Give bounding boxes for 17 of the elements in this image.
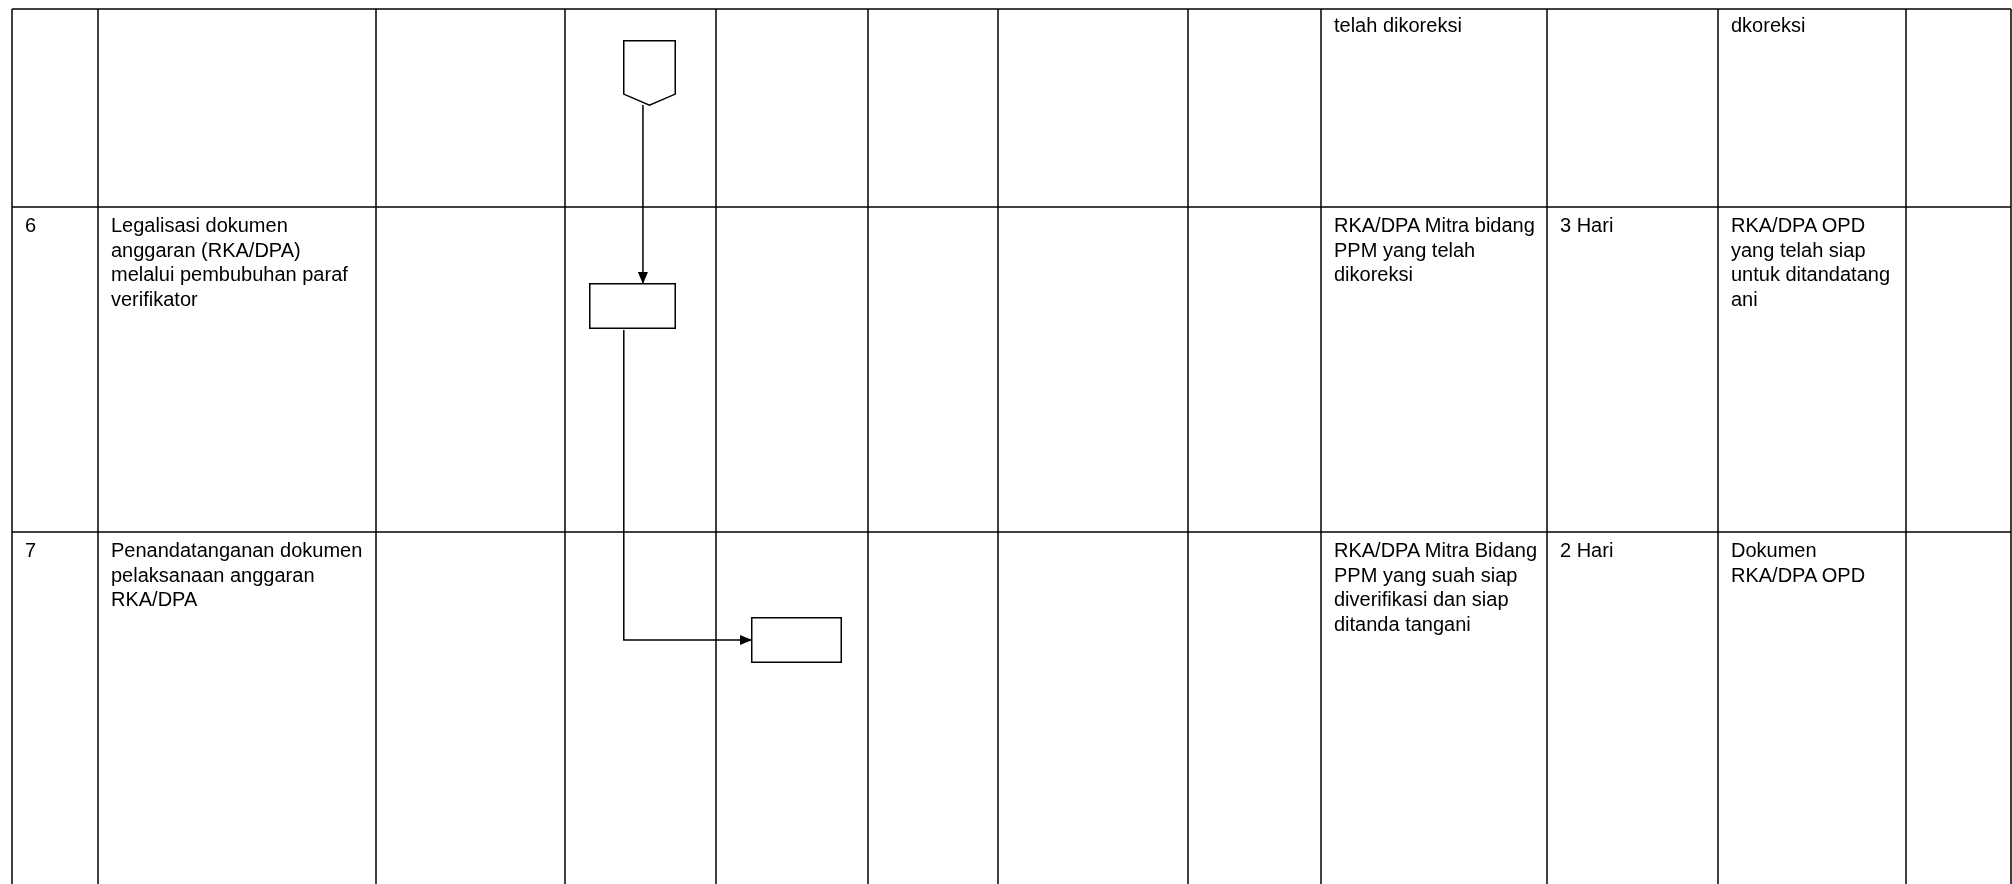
output-text: Dokumen RKA/DPA OPD xyxy=(1731,538,1867,587)
process-box xyxy=(751,617,842,663)
step-description: Penandatanganan dokumen pelaksanaan anggaran RKA/DPA xyxy=(111,538,364,612)
step-number: 6 xyxy=(25,213,37,238)
input-text: telah dikoreksi xyxy=(1334,13,1462,38)
duration-text: 2 Hari xyxy=(1560,538,1614,563)
arrow xyxy=(623,329,752,645)
duration-text: 3 Hari xyxy=(1560,213,1614,238)
off-page-connector xyxy=(623,40,676,106)
input-text: RKA/DPA Mitra Bidang PPM yang suah siap diverifikasi dan siap ditanda tangani xyxy=(1334,538,1539,636)
input-text: RKA/DPA Mitra bidang PPM yang telah dikoreksi xyxy=(1334,213,1536,287)
output-text: RKA/DPA OPD yang telah siap untuk ditandatang ani xyxy=(1731,213,1892,311)
arrow xyxy=(637,104,648,284)
step-number: 7 xyxy=(25,538,37,563)
process-box xyxy=(589,283,676,329)
output-text: dkoreksi xyxy=(1731,13,1806,38)
step-description: Legalisasi dokumen anggaran (RKA/DPA) melalui pembubuhan paraf verifikator xyxy=(111,213,349,311)
